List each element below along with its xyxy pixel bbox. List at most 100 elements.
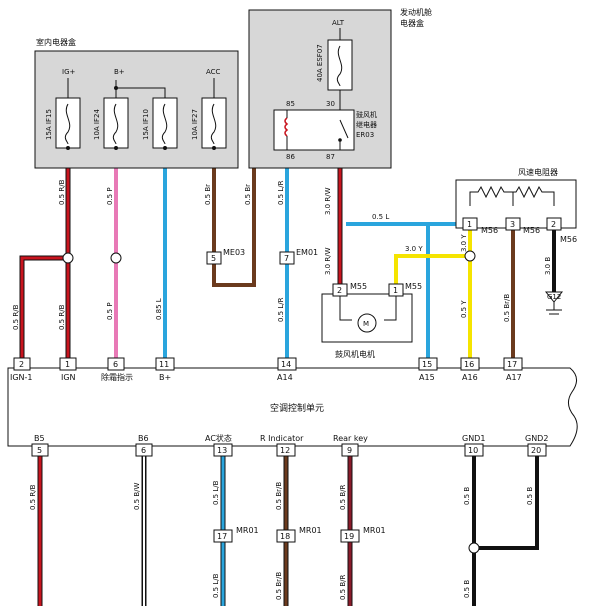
wire-label: 0.5 R/B — [12, 304, 20, 330]
relay-pin-87: 87 — [326, 153, 335, 161]
wire-label: 0.5 Br — [244, 184, 252, 205]
pin-num: 1 — [65, 360, 70, 369]
me03-name: ME03 — [223, 248, 245, 257]
pin-box — [213, 443, 233, 457]
source-batt-label: B+ — [114, 68, 125, 76]
pin-label: 除霜指示 — [101, 372, 133, 382]
pin-num: 11 — [159, 360, 169, 369]
em01-name: EM01 — [296, 248, 318, 257]
mr01-17-box — [213, 529, 233, 543]
wire-label: 0.5 R/B — [58, 179, 66, 205]
motor-leads — [339, 294, 397, 321]
motor-icon — [357, 313, 377, 333]
m56-pin1-name: M56 — [481, 226, 498, 235]
splice-nodes — [62, 250, 480, 554]
source-ign-label: IG+ — [62, 68, 75, 76]
wire-label: 0.5 L/B — [212, 573, 220, 598]
unit-top-pin-ign: 1 IGN — [59, 357, 77, 382]
unit-bottom-pin-b5: B5 5 — [31, 434, 49, 457]
ground-label: G12 — [547, 293, 561, 301]
pin-num: 2 — [19, 360, 24, 369]
fuse-if24-element — [112, 103, 119, 145]
pin-label: AC状态 — [205, 433, 232, 443]
source-acc-label: ACC — [206, 68, 221, 76]
pin-box — [13, 357, 31, 371]
relay-pin-85: 85 — [286, 100, 295, 108]
pin-num: 15 — [422, 360, 432, 369]
wire-label: 0.5 Y — [460, 300, 468, 318]
mr01-17-name: MR01 — [236, 526, 259, 535]
m56-pin1-box — [462, 217, 478, 231]
fuse-if15: 15A IF15 — [45, 97, 81, 150]
wire-label: 0.5 Br — [204, 184, 212, 205]
me03-pin: 5 — [211, 254, 216, 263]
pin-label: GND1 — [462, 434, 485, 443]
mr01-18-box — [276, 529, 296, 543]
engine-box-title-1: 发动机舱 — [400, 7, 432, 17]
unit-top-pin-a16: 16 A16 — [460, 357, 480, 382]
wire-l-res — [346, 222, 472, 228]
m56-pin2-box — [546, 217, 562, 231]
wire-label: 0.5 R/B — [58, 304, 66, 330]
pin-label: Rear key — [333, 434, 368, 443]
source-alt-label: ALT — [332, 19, 345, 27]
fuse-if24-body — [103, 97, 129, 149]
splice-gnd — [468, 542, 480, 554]
me03-box — [206, 251, 222, 265]
pin-label: IGN — [61, 373, 76, 382]
wire-label: 3.0 Y — [460, 234, 468, 252]
wire-label: 0.5 Br/B — [275, 572, 283, 600]
m55-pin2: 2 — [337, 286, 342, 295]
m56-pin2: 2 — [551, 220, 556, 229]
wire-labels: 0.5 R/B 0.5 R/B 0.5 R/B 0.5 P 0.5 P 0.85… — [12, 179, 552, 600]
inline-connectors: 5 ME03 7 EM01 17 MR01 18 MR01 19 MR01 — [206, 248, 386, 543]
wire-label: 0.5 B — [526, 487, 534, 505]
pin-num: 9 — [347, 446, 352, 455]
em01-pin: 7 — [284, 254, 289, 263]
pin-box — [31, 443, 49, 457]
fuse-if10-body — [152, 97, 178, 149]
mr01-18-name: MR01 — [299, 526, 322, 535]
pin-label: R Indicator — [260, 434, 304, 443]
mr01-19-pin: 19 — [344, 532, 354, 541]
wire-gnd2 — [474, 456, 539, 550]
pin-num: 14 — [281, 360, 291, 369]
unit-top-pin-a17: 17 A17 — [503, 357, 523, 382]
wire-label: 0.5 B — [463, 580, 471, 598]
pin-num: 5 — [37, 446, 42, 455]
blower-motor: M 2 M55 1 M55 鼓风机电机 — [321, 282, 422, 359]
fuse-if10: 15A IF10 — [142, 97, 178, 150]
wire-label: 0.5 B — [463, 487, 471, 505]
wire-label: 0.5 P — [106, 302, 114, 320]
relay-pin-30: 30 — [326, 100, 335, 108]
fuse-if27-element — [210, 103, 217, 145]
wire-label: 0.5 L/R — [277, 297, 285, 322]
pin-num: 12 — [280, 446, 290, 455]
unit-top-pin-bplus: 11 B+ — [155, 357, 175, 382]
engine-box-title-2: 电器盒 — [400, 18, 424, 28]
pin-num: 13 — [217, 446, 227, 455]
fuse-if24-label: 10A IF24 — [93, 109, 101, 140]
wire-label: 0.5 R/B — [29, 484, 37, 510]
fuse-if27-body — [201, 97, 227, 149]
relay-er03: 85 86 30 87 鼓风机 继电器 ER03 — [273, 100, 377, 161]
fuse-if15-label: 15A IF15 — [45, 109, 53, 140]
pin-box — [155, 357, 175, 371]
unit-bottom-pin-r-indicator: R Indicator 12 — [260, 434, 304, 457]
wire-label: 3.0 R/W — [324, 187, 332, 215]
m56-pin3-box — [505, 217, 521, 231]
fuse-if10-terminal — [163, 146, 167, 150]
pin-box — [341, 443, 359, 457]
wire-label: 0.5 Br/B — [275, 482, 283, 510]
m55-pin2-name: M55 — [350, 282, 367, 291]
wire-label: 0.5 B/W — [133, 482, 141, 510]
pin-label: B+ — [159, 373, 171, 382]
mr01-17-pin: 17 — [217, 532, 227, 541]
feed-batt-node — [114, 86, 118, 90]
motor-symbol: M — [363, 320, 369, 328]
control-unit-title: 空调控制单元 — [270, 402, 324, 414]
blower-resistor: 风速电阻器 1 M56 3 M56 2 M56 — [455, 167, 577, 244]
resistor-zigzag-icon — [469, 185, 555, 206]
resistor-title: 风速电阻器 — [518, 167, 558, 177]
